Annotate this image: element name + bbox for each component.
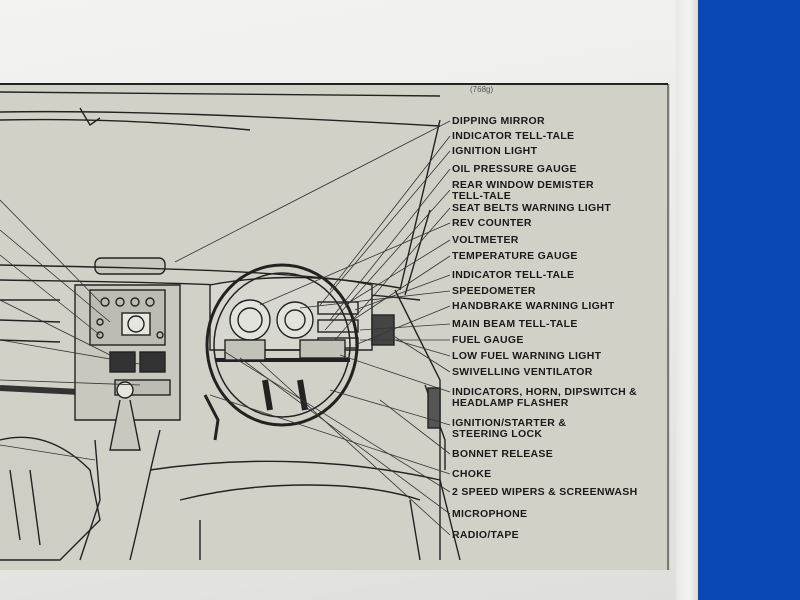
speedometer-dial — [276, 301, 314, 339]
label-swivelling-ventilator: SWIVELLING VENTILATOR — [452, 366, 593, 378]
label-voltmeter: VOLTMETER — [452, 234, 519, 246]
label-radio-tape: RADIO/TAPE — [452, 529, 519, 541]
paper-edge — [676, 0, 698, 600]
label-handbrake-warning: HANDBRAKE WARNING LIGHT — [452, 300, 615, 312]
label-choke: CHOKE — [452, 468, 492, 480]
label-low-fuel-warning: LOW FUEL WARNING LIGHT — [452, 350, 602, 362]
label-temperature-gauge: TEMPERATURE GAUGE — [452, 250, 578, 262]
label-ignition-light: IGNITION LIGHT — [452, 145, 538, 157]
label-main-beam: MAIN BEAM TELL-TALE — [452, 318, 578, 330]
windscreen-top — [0, 110, 441, 127]
label-rev-counter: REV COUNTER — [452, 217, 532, 229]
label-seat-belts-warning: SEAT BELTS WARNING LIGHT — [452, 202, 612, 214]
swivelling-ventilator — [371, 314, 395, 346]
label-wipers-screenwash: 2 SPEED WIPERS & SCREENWASH — [452, 486, 638, 498]
label-fuel-gauge: FUEL GAUGE — [452, 334, 524, 346]
label-indicator-tell-tale-2: INDICATOR TELL-TALE — [452, 269, 575, 281]
label-oil-pressure-gauge: OIL PRESSURE GAUGE — [452, 163, 577, 175]
label-microphone: MICROPHONE — [452, 508, 528, 520]
label-indicators-horn: INDICATORS, HORN, DIPSWITCH & HEADLAMP F… — [452, 386, 638, 409]
label-indicator-tell-tale: INDICATOR TELL-TALE — [452, 130, 575, 142]
top-text-fragment: (768g) — [470, 85, 494, 94]
dipping-mirror — [94, 257, 166, 275]
label-bonnet-release: BONNET RELEASE — [452, 448, 554, 460]
label-dipping-mirror: DIPPING MIRROR — [452, 115, 545, 127]
label-ignition-starter: IGNITION/STARTER & STEERING LOCK — [452, 417, 567, 440]
label-speedometer: SPEEDOMETER — [452, 285, 536, 297]
steering-wheel — [205, 263, 359, 427]
label-rear-window-demister: REAR WINDOW DEMISTER TELL-TALE — [452, 179, 594, 202]
